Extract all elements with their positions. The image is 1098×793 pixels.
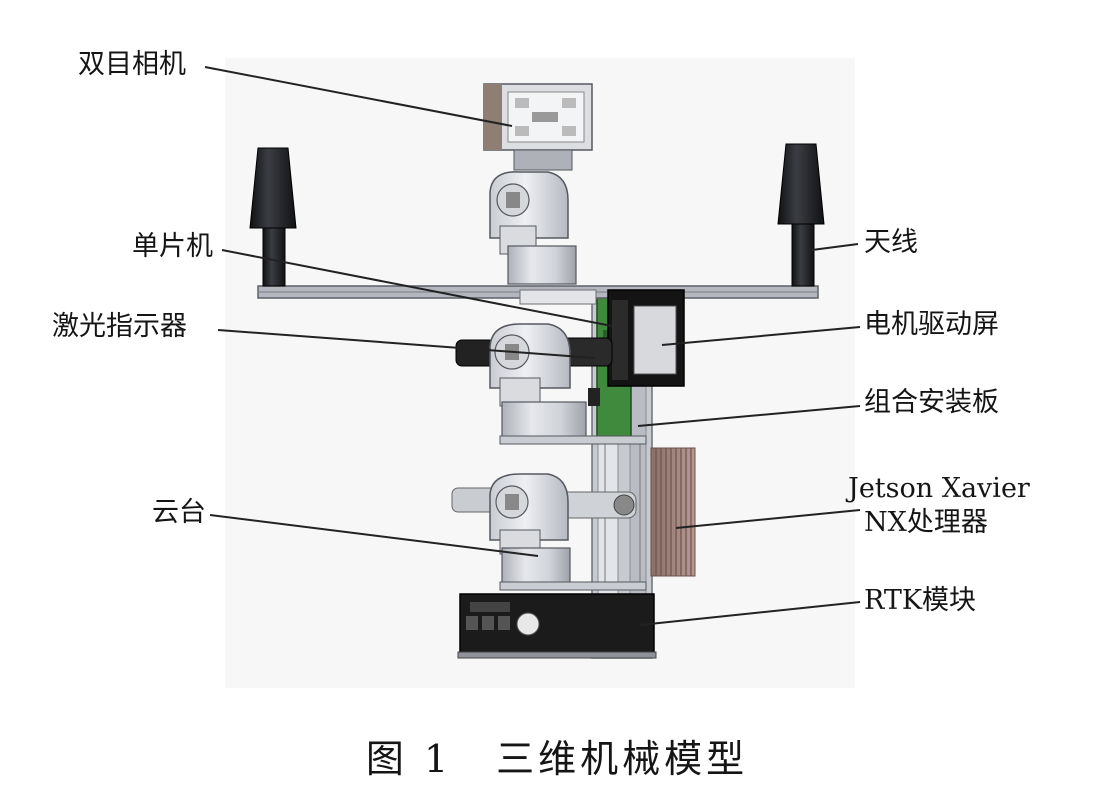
label-jetson-line2: NX处理器: [864, 507, 988, 538]
label-laser-pointer: 激光指示器: [52, 311, 187, 342]
label-mcu: 单片机: [132, 231, 213, 262]
jetson-heatsink-shape: [650, 447, 696, 577]
leader-antenna: [811, 243, 859, 251]
leader-gimbal: [209, 514, 539, 557]
antenna-right-shape: [777, 143, 825, 287]
leader-mcu: [221, 249, 613, 327]
leader-jetson: [675, 509, 861, 529]
stereo-camera-shape: [483, 83, 593, 171]
lower-gimbal-shape: [451, 473, 647, 591]
leader-motor-driver-screen: [661, 326, 861, 346]
figure-caption: 图 1 三维机械模型: [0, 728, 1098, 783]
top-joint-shape: [489, 171, 577, 285]
motor-driver-screen-shape: [607, 289, 685, 387]
laser-gimbal-shape: [455, 323, 647, 445]
leader-laser-pointer: [217, 329, 596, 359]
caption-title: 三维机械模型: [496, 737, 749, 781]
label-antenna: 天线: [864, 227, 918, 258]
leader-stereo-camera: [204, 66, 513, 127]
leader-mounting-board: [637, 405, 861, 427]
rtk-module-shape: [457, 593, 657, 659]
label-motor-driver-screen: 电机驱动屏: [864, 309, 999, 340]
label-gimbal: 云台: [152, 497, 206, 528]
label-rtk-module: RTK模块: [864, 585, 977, 616]
label-jetson-line1: Jetson Xavier: [848, 473, 1030, 504]
caption-prefix: 图 1: [365, 737, 453, 781]
label-stereo-camera: 双目相机: [78, 49, 186, 80]
label-mounting-board: 组合安装板: [864, 387, 999, 418]
leader-rtk: [639, 601, 861, 626]
